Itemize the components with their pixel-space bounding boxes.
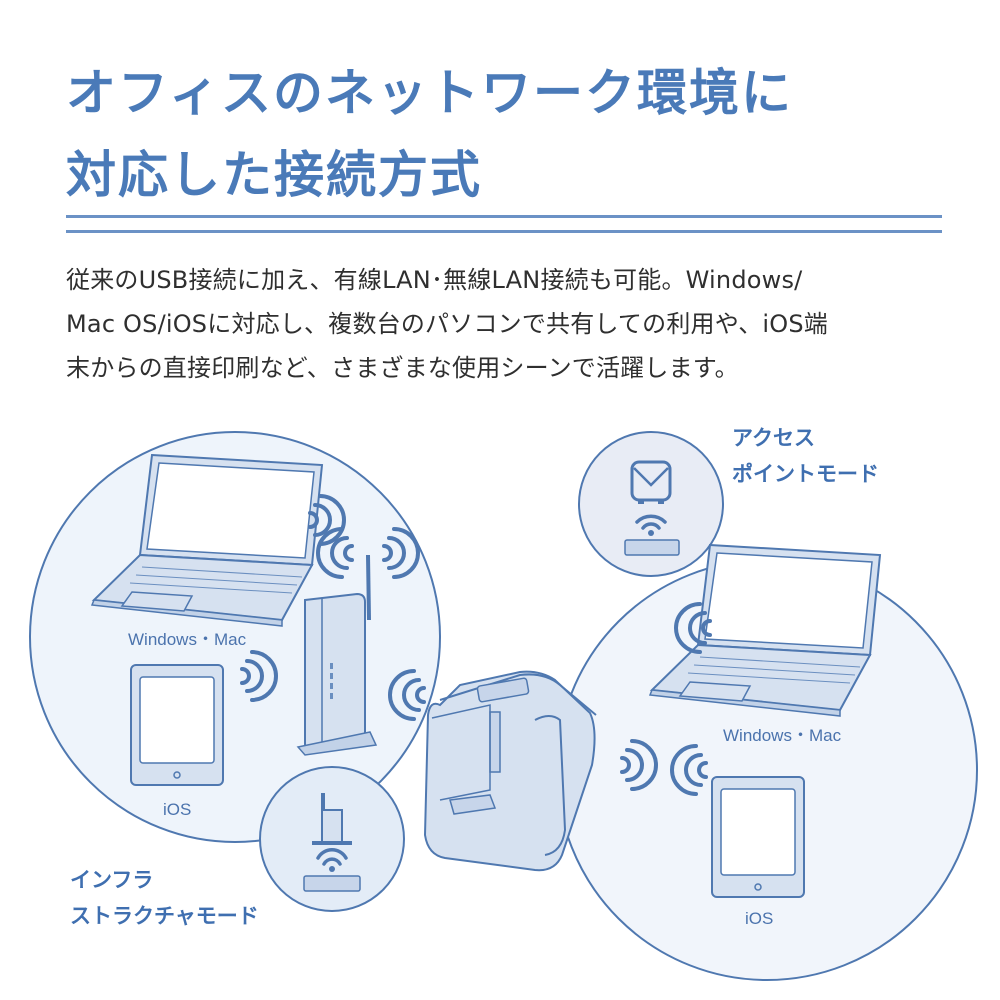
tablet-icon-left <box>130 664 224 786</box>
description-line-1: 従来のUSB接続に加え、有線LAN･無線LAN接続も可能。Windows/ <box>66 266 803 294</box>
printer-badge-icon <box>624 460 680 556</box>
access-point-mode-label: アクセス ポイントモード <box>732 426 879 486</box>
right-laptop-label: Windows・Mac <box>723 726 842 745</box>
title-line-2: 対応した接続方式 <box>66 146 482 204</box>
title-divider-bottom <box>66 230 942 233</box>
description: 従来のUSB接続に加え、有線LAN･無線LAN接続も可能。Windows/ Ma… <box>66 258 956 390</box>
description-line-3: 末からの直接印刷など、さまざまな使用シーンで活躍します。 <box>66 354 739 382</box>
right-tablet-label: iOS <box>745 909 774 928</box>
tablet-icon-right <box>711 776 805 898</box>
infrastructure-mode-label: インフラ ストラクチャモード <box>70 868 259 928</box>
title-line-1: オフィスのネットワーク環境に <box>66 64 793 122</box>
left-laptop-label: Windows・Mac <box>128 630 247 649</box>
page-title: オフィスのネットワーク環境に 対応した接続方式 <box>66 52 793 216</box>
access-point-badge <box>578 431 724 577</box>
description-line-2: Mac OS/iOSに対応し、複数台のパソコンで共有しての利用や、iOS端 <box>66 310 828 338</box>
title-divider-top <box>66 215 942 218</box>
router-icon <box>296 554 378 756</box>
left-tablet-label: iOS <box>163 800 192 819</box>
label-printer-icon <box>423 670 597 872</box>
router-badge-icon <box>303 793 361 892</box>
